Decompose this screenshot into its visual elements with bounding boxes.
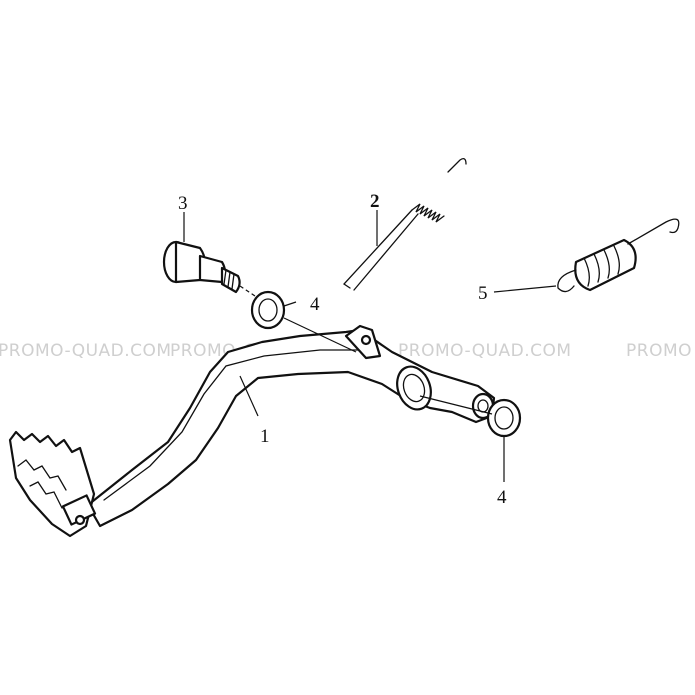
callout-5: 5	[478, 283, 488, 304]
seal-part-upper	[250, 290, 286, 330]
seal-lower-outer	[486, 398, 522, 438]
bolt-thread-lines	[223, 269, 235, 290]
seal-upper-inner	[258, 298, 278, 322]
leader-1	[239, 375, 259, 417]
return-spring-part	[557, 218, 680, 293]
bolt-center-line	[239, 285, 259, 299]
pedal-arm-edge	[103, 349, 363, 501]
spring-coil-body	[574, 238, 637, 292]
pivot-bolt-part	[162, 240, 259, 299]
spring-hook-left	[557, 269, 577, 293]
rod-shaft	[343, 209, 413, 289]
leader-4-upper-assembly	[283, 317, 357, 353]
leader-5	[493, 285, 557, 293]
watermark-text-3: PROMO-QUAD.COM	[398, 341, 572, 361]
pedal-foot-pad-teeth	[17, 459, 67, 509]
bolt-thread	[220, 266, 241, 294]
pedal-pivot-bore	[402, 373, 426, 403]
rod-shaft-edge	[353, 213, 419, 291]
pedal-pad-bolt	[74, 514, 86, 526]
watermark-text-1: PROMO-QUAD.COM	[0, 341, 172, 361]
callout-4-lower: 4	[497, 487, 507, 508]
leader-lines	[183, 210, 557, 482]
seal-part-lower	[486, 398, 522, 438]
callout-2: 2	[370, 191, 380, 212]
callout-4-upper: 4	[310, 294, 320, 315]
callout-1: 1	[260, 426, 270, 447]
seal-upper-outer	[250, 290, 286, 330]
pedal-rod-spring-part	[343, 158, 467, 291]
spring-coil-rings	[583, 245, 620, 287]
watermark-text-4: PROMO	[626, 341, 692, 361]
spring-hook-right	[627, 218, 680, 245]
callout-numbers: 3 2 4 1 4 5	[178, 191, 507, 508]
seal-lower-inner	[494, 406, 514, 430]
callout-3: 3	[178, 193, 188, 214]
leader-4-lower-assembly	[419, 395, 493, 415]
rod-hook	[447, 158, 467, 173]
leader-4-upper	[283, 301, 297, 307]
pedal-tab-hole	[360, 334, 372, 346]
rod-coil	[411, 203, 445, 223]
